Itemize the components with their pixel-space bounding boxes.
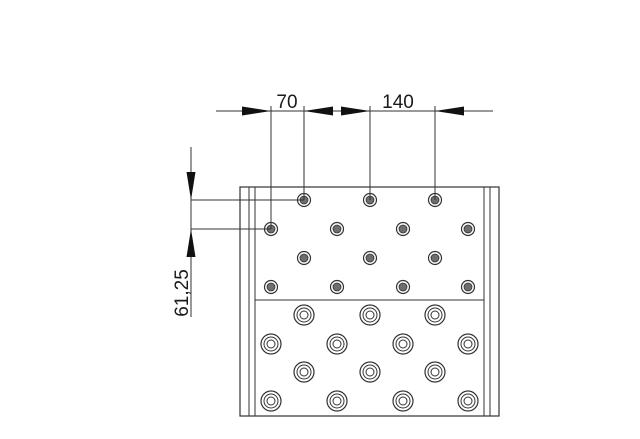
arrow-vertical-top (186, 172, 196, 200)
small-hole-inner (332, 282, 342, 292)
large-hole-inner (332, 396, 342, 406)
small-hole-inner (398, 224, 408, 234)
arrow-140-right (435, 106, 464, 116)
large-hole-inner (332, 339, 342, 349)
dimension-label-70: 70 (276, 92, 297, 113)
large-hole-inner (463, 339, 473, 349)
small-hole-inner (365, 253, 375, 263)
large-hole-inner (365, 310, 375, 320)
large-hole-inner (463, 396, 473, 406)
large-hole-inner (299, 367, 309, 377)
arrow-70-right (304, 106, 333, 116)
small-hole-inner (463, 282, 473, 292)
large-holes-group (260, 304, 479, 412)
dimension-label-61-25: 61,25 (172, 269, 193, 317)
large-hole-inner (266, 396, 276, 406)
large-hole-inner (398, 339, 408, 349)
arrow-vertical-bottom (186, 229, 196, 257)
small-hole-inner (463, 224, 473, 234)
arrow-140-left (341, 106, 370, 116)
large-hole-inner (430, 310, 440, 320)
small-hole-inner (398, 282, 408, 292)
vertical-dimensions: 61,25 (172, 147, 304, 317)
large-hole-inner (266, 339, 276, 349)
small-hole-inner (430, 253, 440, 263)
small-hole-inner (299, 253, 309, 263)
arrow-70-left (242, 106, 271, 116)
large-hole-inner (365, 367, 375, 377)
dimension-label-140: 140 (382, 92, 414, 113)
large-hole-inner (398, 396, 408, 406)
small-hole-inner (332, 224, 342, 234)
small-hole-inner (266, 282, 276, 292)
large-hole-inner (299, 310, 309, 320)
large-hole-inner (430, 367, 440, 377)
horizontal-dimensions: 70 140 (216, 92, 493, 229)
